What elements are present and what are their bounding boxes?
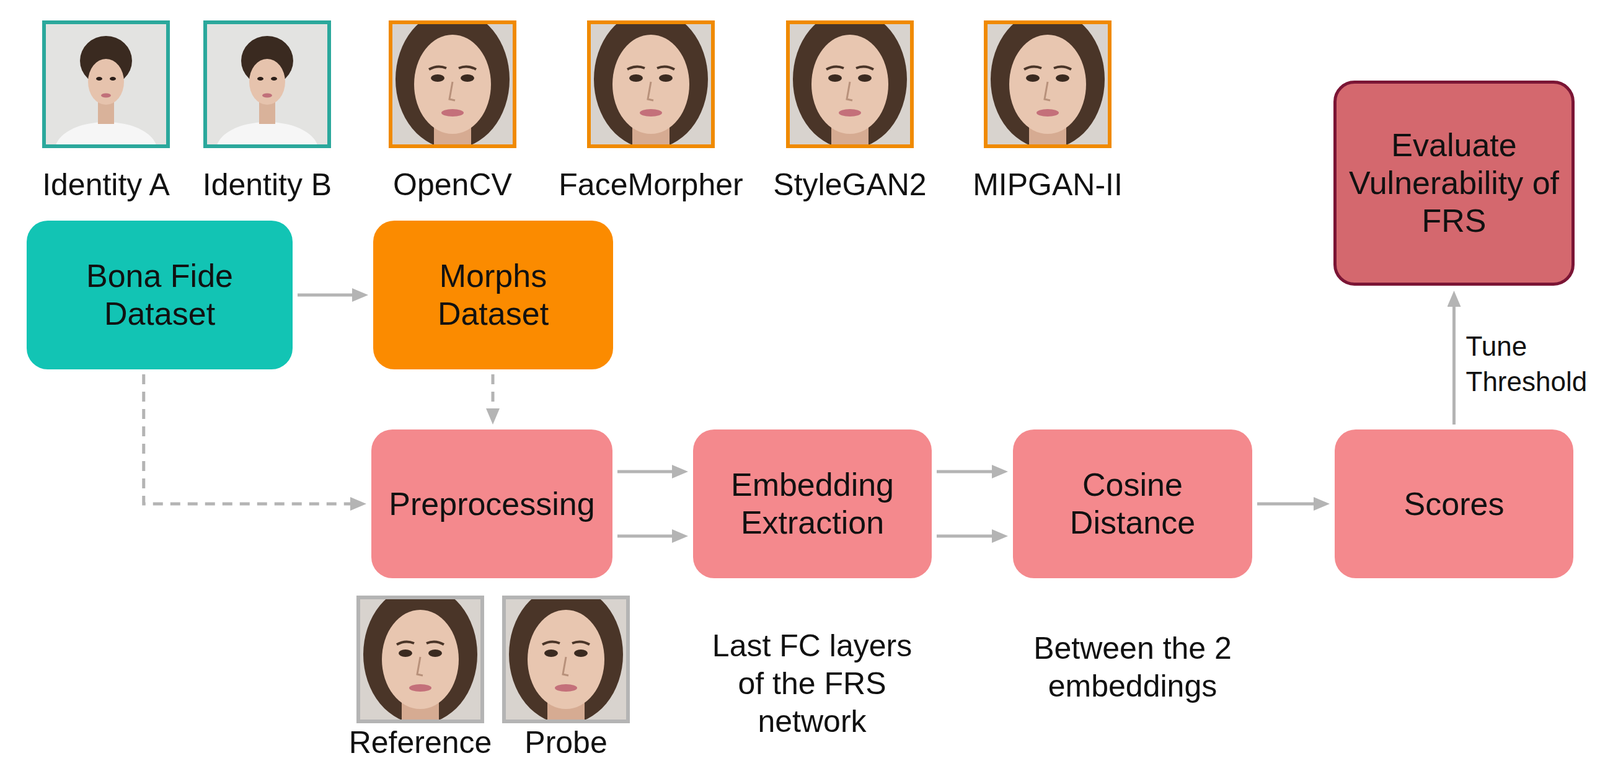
- morph-photo: [985, 9, 1110, 153]
- preprocessed-photo: [358, 585, 483, 728]
- node-label: Embedding Extraction: [707, 466, 917, 542]
- flow-arrow: [936, 470, 996, 474]
- image-caption: FaceMorpher: [551, 166, 751, 204]
- flow-arrow: [617, 534, 676, 539]
- flow-arrow: [1452, 303, 1456, 425]
- dashed-arrow: [143, 374, 354, 504]
- image-caption: Identity A: [6, 166, 206, 204]
- face-photo: [44, 22, 168, 177]
- process-box: Preprocessing: [371, 429, 613, 579]
- image-caption: Probe: [503, 724, 628, 762]
- process-box: Scores: [1334, 429, 1574, 579]
- image-caption: OpenCV: [356, 166, 549, 204]
- flow-arrow: [936, 534, 996, 539]
- image-caption: StyleGAN2: [753, 166, 946, 204]
- process-box: Cosine Distance: [1012, 429, 1253, 579]
- node-label: Cosine Distance: [1027, 466, 1238, 542]
- preprocessed-photo: [503, 585, 628, 728]
- flow-arrow: [1257, 502, 1318, 506]
- node-label: Scores: [1404, 485, 1505, 524]
- edge-label: Tune Threshold: [1464, 328, 1596, 400]
- result-box: Evaluate Vulnerability of FRS: [1333, 80, 1575, 286]
- node-label: Morphs Dataset: [388, 257, 599, 333]
- process-box: Embedding Extraction: [693, 429, 932, 579]
- face-photo: [205, 22, 330, 177]
- node-label: Evaluate Vulnerability of FRS: [1348, 126, 1560, 240]
- morph-photo: [588, 9, 713, 153]
- flow-arrow: [617, 470, 676, 474]
- image-caption: Reference: [339, 724, 501, 762]
- annotation-note: Between the 2 embeddings: [1020, 629, 1245, 706]
- flow-arrow: [297, 293, 356, 297]
- image-caption: Identity B: [167, 166, 367, 204]
- morph-photo: [787, 9, 912, 153]
- annotation-note: Last FC layers of the FRS network: [697, 627, 927, 741]
- image-caption: MIPGAN-II: [951, 166, 1144, 204]
- morph-photo: [390, 9, 515, 153]
- dataset-box: Bona Fide Dataset: [26, 220, 293, 370]
- node-label: Preprocessing: [388, 485, 595, 524]
- node-label: Bona Fide Dataset: [41, 257, 278, 333]
- dataset-box: Morphs Dataset: [373, 220, 614, 370]
- dashed-arrow: [491, 374, 495, 413]
